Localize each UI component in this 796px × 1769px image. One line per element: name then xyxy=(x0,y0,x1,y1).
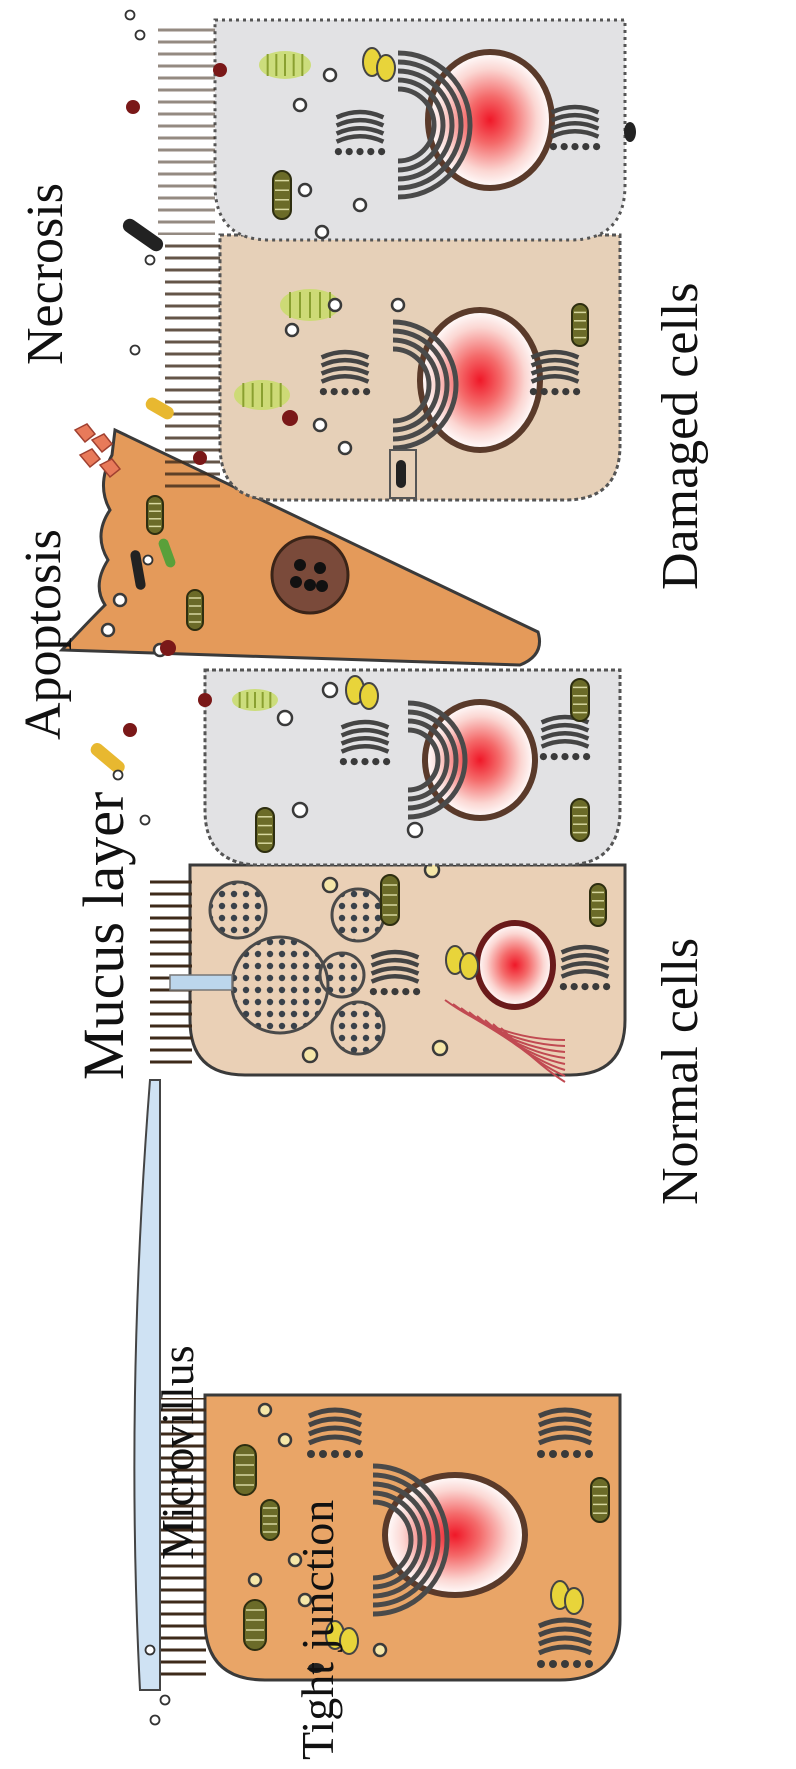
mitochondrion xyxy=(571,679,589,721)
lumen-particle xyxy=(136,31,145,40)
mitochondrion xyxy=(273,171,291,219)
secretion-channel xyxy=(170,975,232,990)
vesicle xyxy=(408,823,422,837)
vesicle xyxy=(374,1644,386,1656)
mitochondrion xyxy=(572,304,588,346)
vesicle xyxy=(433,1041,447,1055)
vesicle xyxy=(279,1434,291,1446)
mitochondrion xyxy=(591,1478,609,1522)
red-particle xyxy=(126,100,140,114)
chromatin-fragment xyxy=(314,562,326,574)
chromatin-fragment xyxy=(294,559,306,571)
lumen-particle xyxy=(146,1646,155,1655)
label-normal-cells: Normal cells xyxy=(655,938,707,1205)
vesicle xyxy=(249,1574,261,1586)
vesicle xyxy=(114,594,126,606)
vesicle xyxy=(354,199,366,211)
tight-junction-marker xyxy=(624,122,636,142)
lumen-particle xyxy=(141,816,150,825)
vesicle xyxy=(294,99,306,111)
red-vesicle xyxy=(213,63,227,77)
chromatin-fragment xyxy=(290,576,302,588)
vesicle xyxy=(316,226,328,238)
label-tight-junction: Tight junction xyxy=(295,1500,341,1760)
lumen-particle xyxy=(161,1696,170,1705)
vesicle xyxy=(324,69,336,81)
label-damaged-cells: Damaged cells xyxy=(655,282,707,590)
mucin-granule xyxy=(232,937,328,1033)
lumen-particle xyxy=(114,771,123,780)
red-vesicle xyxy=(282,410,298,426)
red-vesicle xyxy=(160,640,176,656)
disrupted-microvilli xyxy=(158,25,215,235)
vesicle xyxy=(259,1404,271,1416)
swollen-mitochondrion xyxy=(232,689,278,711)
condensed-nucleus xyxy=(272,537,348,613)
red-particle xyxy=(198,693,212,707)
vesicle xyxy=(392,299,404,311)
vesicle xyxy=(339,442,351,454)
mitochondrion xyxy=(187,590,203,630)
lumen-particle xyxy=(146,256,155,265)
red-particle xyxy=(123,723,137,737)
vesicle xyxy=(303,1048,317,1062)
chromatin-fragment xyxy=(304,579,316,591)
label-apoptosis: Apoptosis xyxy=(18,529,70,740)
apoptotic-body xyxy=(80,449,100,467)
mitochondrion xyxy=(234,1445,256,1495)
label-microvillus: Microvillus xyxy=(155,1345,201,1560)
lumen-particle xyxy=(151,1716,160,1725)
mitochondrion xyxy=(571,799,589,841)
nucleus xyxy=(425,702,535,818)
damaged-microvilli xyxy=(165,240,220,495)
vesicle xyxy=(323,878,337,892)
nucleus xyxy=(477,923,553,1007)
mucin-granule xyxy=(332,889,384,941)
chromatin-fragment xyxy=(316,580,328,592)
mitochondrion xyxy=(256,808,274,852)
vesicle xyxy=(323,683,337,697)
vesicle xyxy=(329,299,341,311)
mitochondrion xyxy=(381,875,399,925)
swollen-mitochondrion xyxy=(259,51,311,79)
vesicle xyxy=(299,184,311,196)
swollen-mitochondrion xyxy=(234,380,290,410)
mitochondrion xyxy=(261,1500,279,1540)
vesicle xyxy=(278,711,292,725)
lumen-particle xyxy=(126,11,135,20)
vesicle xyxy=(102,624,114,636)
vesicle xyxy=(314,419,326,431)
mucin-granule xyxy=(320,953,364,997)
mitochondrion xyxy=(147,496,163,534)
lumen-particle xyxy=(131,346,140,355)
vesicle xyxy=(286,324,298,336)
label-mucus-layer: Mucus layer xyxy=(75,792,133,1080)
mitochondrion xyxy=(590,884,606,926)
mucin-granule xyxy=(332,1002,384,1054)
vesicle xyxy=(293,803,307,817)
red-particle xyxy=(193,451,207,465)
lumen-particle xyxy=(144,556,153,565)
label-necrosis: Necrosis xyxy=(20,183,72,365)
mitochondrion xyxy=(244,1600,266,1650)
mucin-granule xyxy=(210,882,266,938)
bacterium xyxy=(396,460,406,488)
apoptotic-body xyxy=(92,434,112,452)
